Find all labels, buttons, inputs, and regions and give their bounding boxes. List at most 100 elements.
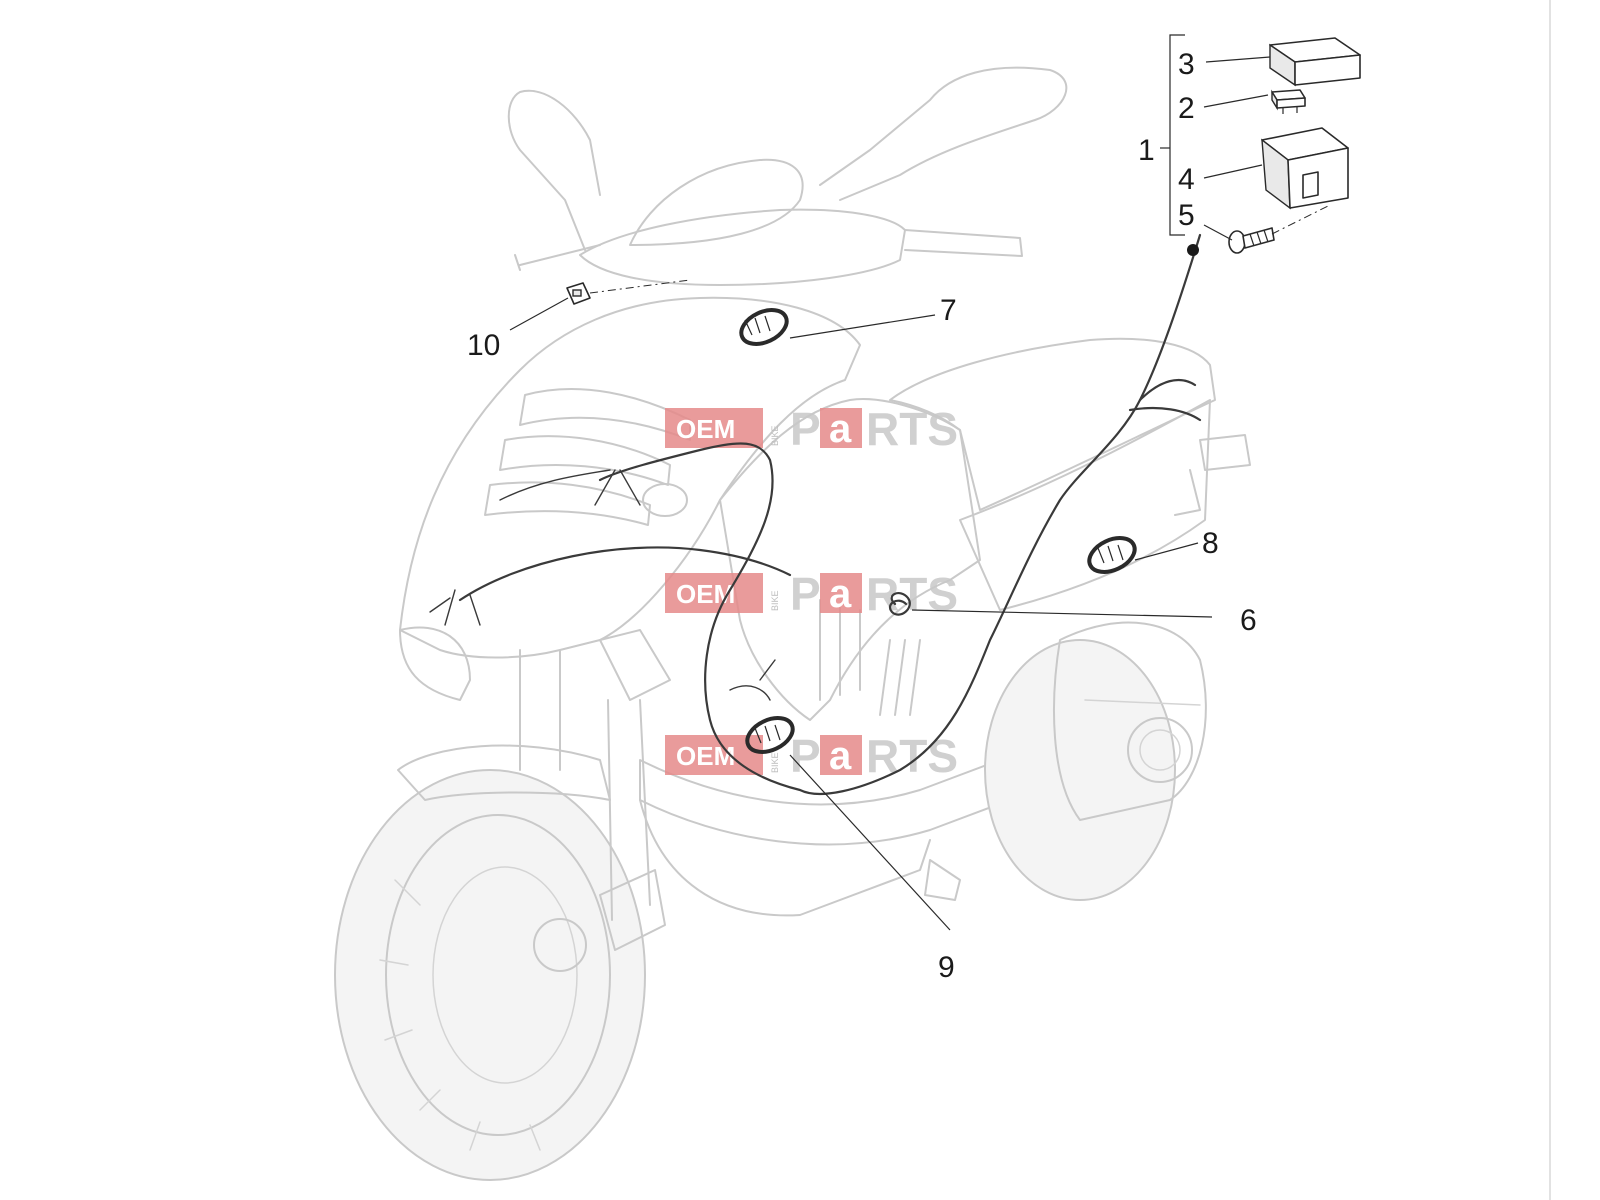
screw-thread xyxy=(1249,229,1269,247)
callout-5: 5 xyxy=(1178,199,1195,232)
handlebar-cover xyxy=(579,208,906,286)
callout-labels: 1 2 3 4 5 6 7 8 9 10 xyxy=(467,48,1257,984)
handlebar-left xyxy=(514,244,601,271)
callout-6: 6 xyxy=(1240,604,1257,637)
watermark-p-text: P xyxy=(790,568,821,620)
rear-harness-branch[interactable] xyxy=(1128,378,1202,422)
watermark-rts-text: RTS xyxy=(866,730,958,782)
front-vent-middle xyxy=(499,435,671,486)
assembly-bracket xyxy=(1169,34,1185,236)
leader-3 xyxy=(1205,56,1271,63)
callout-9: 9 xyxy=(938,951,955,984)
watermark-bike-text: BIKE xyxy=(770,590,780,611)
instrument-cluster xyxy=(629,158,804,246)
engine-cover xyxy=(1053,621,1207,821)
watermark-2: OEM BIKE P a RTS xyxy=(665,568,958,620)
cable-tie-9-teeth xyxy=(754,724,781,744)
part-fuse[interactable] xyxy=(1271,89,1306,114)
watermark-a-text: a xyxy=(829,572,852,616)
page-edge-divider xyxy=(1549,0,1551,1200)
indicator-connectors[interactable] xyxy=(499,469,641,506)
callout-leaders xyxy=(509,34,1331,931)
leader-9 xyxy=(789,754,951,931)
watermark-a-box xyxy=(820,573,862,613)
callout-2: 2 xyxy=(1178,92,1195,125)
front-light-connectors[interactable] xyxy=(429,589,481,626)
part-screw[interactable] xyxy=(1228,227,1275,254)
watermark-1: OEM BIKE P a RTS xyxy=(665,403,958,455)
rear-tire xyxy=(984,639,1176,901)
watermark-p-text: P xyxy=(790,403,821,455)
engine-hub-inner xyxy=(1139,729,1181,771)
rear-body xyxy=(959,399,1211,611)
brake-disc xyxy=(432,866,578,1084)
clip-hole xyxy=(572,289,582,297)
front-light-right xyxy=(599,629,671,701)
leader-5 xyxy=(1203,224,1233,241)
mirror-right xyxy=(819,66,1068,201)
part-cable-tie-7[interactable] xyxy=(736,303,792,350)
fuse-front xyxy=(1276,97,1306,109)
leader-2 xyxy=(1203,94,1269,108)
part-cable-tie-8[interactable] xyxy=(1084,531,1140,578)
tail-light xyxy=(1199,434,1251,471)
part-fuse-box[interactable] xyxy=(1261,127,1349,210)
front-mudguard xyxy=(397,744,611,801)
engine-belt xyxy=(1084,699,1201,706)
scooter-ghost-outline xyxy=(334,66,1251,1181)
watermark-bike-text: BIKE xyxy=(770,752,780,773)
watermark-rts-text: RTS xyxy=(866,403,958,455)
spring-clip-coil xyxy=(889,592,911,616)
fuse-cover-front xyxy=(1294,54,1361,86)
side-vent-right xyxy=(879,639,921,716)
part-spring-clip[interactable] xyxy=(889,592,911,616)
watermark-oem-text: OEM xyxy=(676,414,735,444)
watermark-oem-box xyxy=(665,573,763,613)
side-vent-left xyxy=(819,599,861,701)
fuse-box-clip xyxy=(1302,171,1319,199)
screw-axis xyxy=(1271,204,1331,235)
callout-7: 7 xyxy=(940,294,957,327)
seat xyxy=(889,337,1216,511)
screw-head xyxy=(1228,230,1246,254)
part-fuse-cover[interactable] xyxy=(1269,37,1361,87)
wiring-harness[interactable] xyxy=(429,233,1202,796)
handlebar-right-grip xyxy=(904,229,1023,257)
part-cable-tie-9[interactable] xyxy=(742,711,798,758)
front-vent-lower xyxy=(484,481,651,526)
tire-tread xyxy=(379,879,541,1151)
callout-4: 4 xyxy=(1178,163,1195,196)
watermark-rts-text: RTS xyxy=(866,568,958,620)
brake-caliper xyxy=(599,869,666,951)
watermark-oem-text: OEM xyxy=(676,579,735,609)
front-vent-upper xyxy=(519,388,691,441)
leg-shield xyxy=(719,398,981,721)
leader-7 xyxy=(789,314,936,339)
cable-tie-7-teeth xyxy=(744,315,771,336)
cable-tie-9-band xyxy=(745,716,795,754)
watermark-bike-text: BIKE xyxy=(770,425,780,446)
callout-8: 8 xyxy=(1202,527,1219,560)
leader-4 xyxy=(1203,164,1263,179)
watermark-3: OEM BIKE P a RTS xyxy=(665,730,958,782)
leader-6 xyxy=(911,609,1213,618)
part-clip[interactable] xyxy=(566,282,591,305)
side-stand xyxy=(924,859,961,901)
callout-3: 3 xyxy=(1178,48,1195,81)
lower-connectors[interactable] xyxy=(729,659,776,701)
engine-hub xyxy=(1127,717,1193,783)
rear-bracket xyxy=(1174,469,1201,516)
lower-body xyxy=(639,799,931,917)
main-harness-cable[interactable] xyxy=(598,233,1202,796)
leader-8 xyxy=(1134,542,1199,561)
front-harness-branch[interactable] xyxy=(458,546,792,602)
cable-tie-7-band xyxy=(739,308,789,346)
front-light-left xyxy=(399,626,471,701)
watermark-a-text: a xyxy=(829,407,852,451)
fuse-pins xyxy=(1282,107,1298,114)
clip-axis xyxy=(589,279,691,294)
front-indicator xyxy=(642,483,688,517)
front-fork xyxy=(519,649,651,921)
